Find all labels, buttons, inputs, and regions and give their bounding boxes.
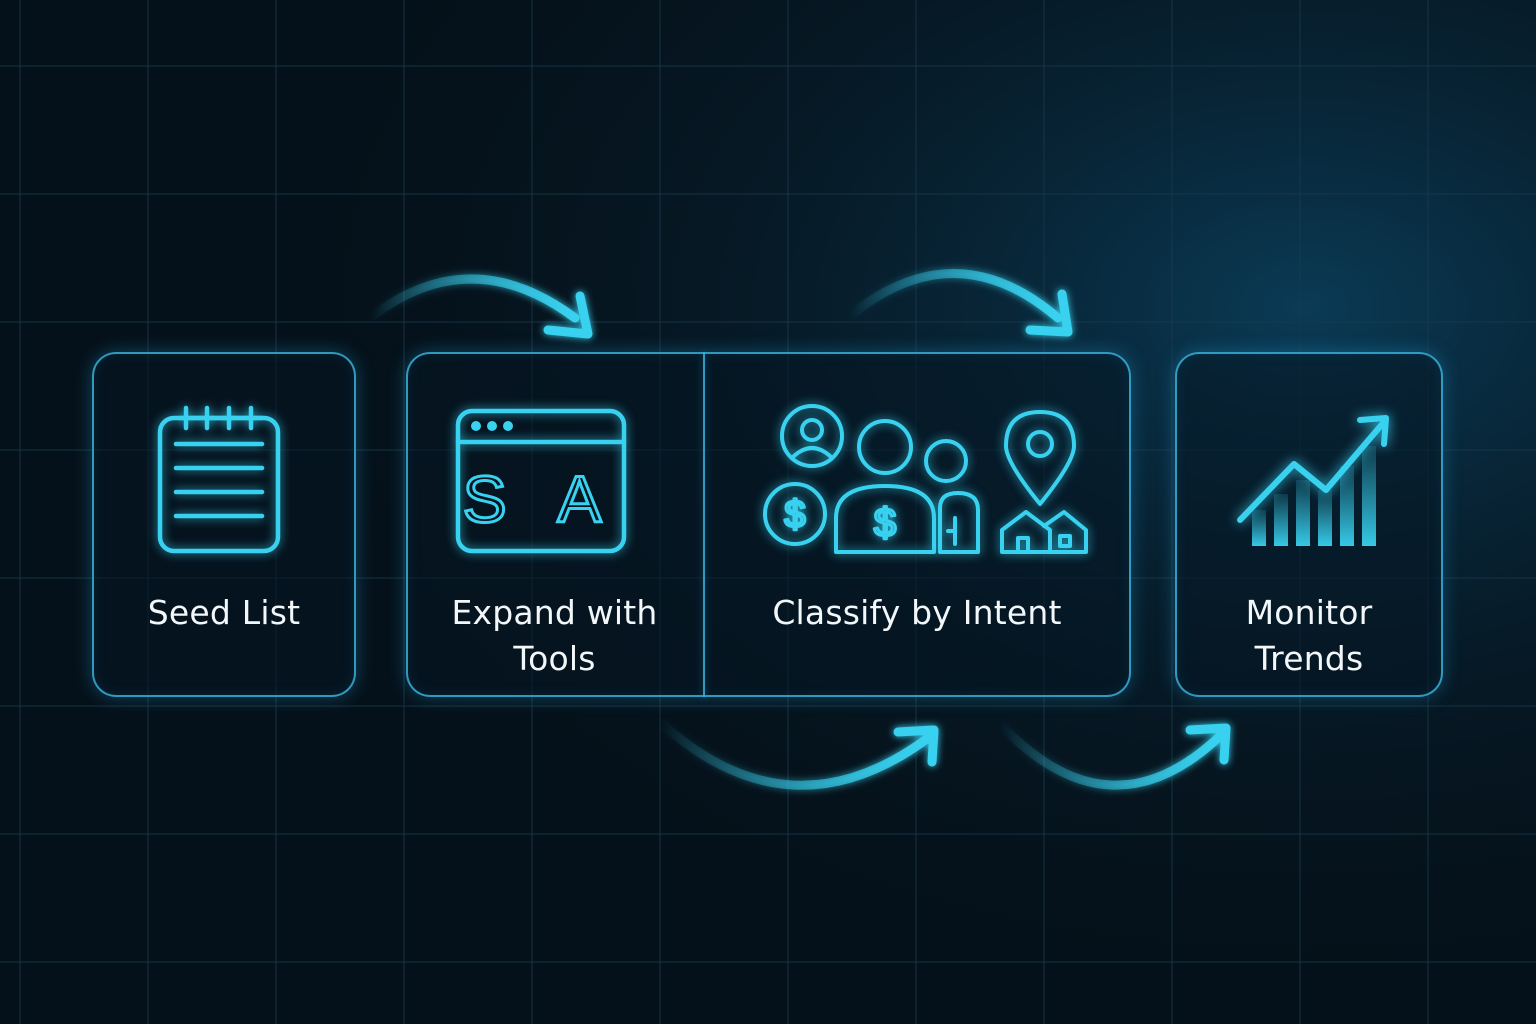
card-divider	[703, 352, 705, 697]
notepad-icon	[157, 405, 281, 554]
step-label-monitor-trends: Monitor Trends	[1245, 593, 1373, 678]
trend-chart-icon	[1237, 415, 1389, 546]
step-label-seed-list: Seed List	[147, 593, 301, 632]
step-label-classify-intent: Classify by Intent	[772, 593, 1062, 632]
browser-window-icon: S A	[455, 408, 627, 554]
svg-text:$: $	[784, 494, 805, 536]
step-label-expand-tools: Expand with Tools	[451, 593, 658, 678]
step-card-seed-list	[92, 352, 356, 697]
svg-text:$: $	[874, 501, 896, 545]
intent-people-icon: $ $	[763, 404, 1088, 554]
browser-window-text: S A	[463, 462, 620, 536]
